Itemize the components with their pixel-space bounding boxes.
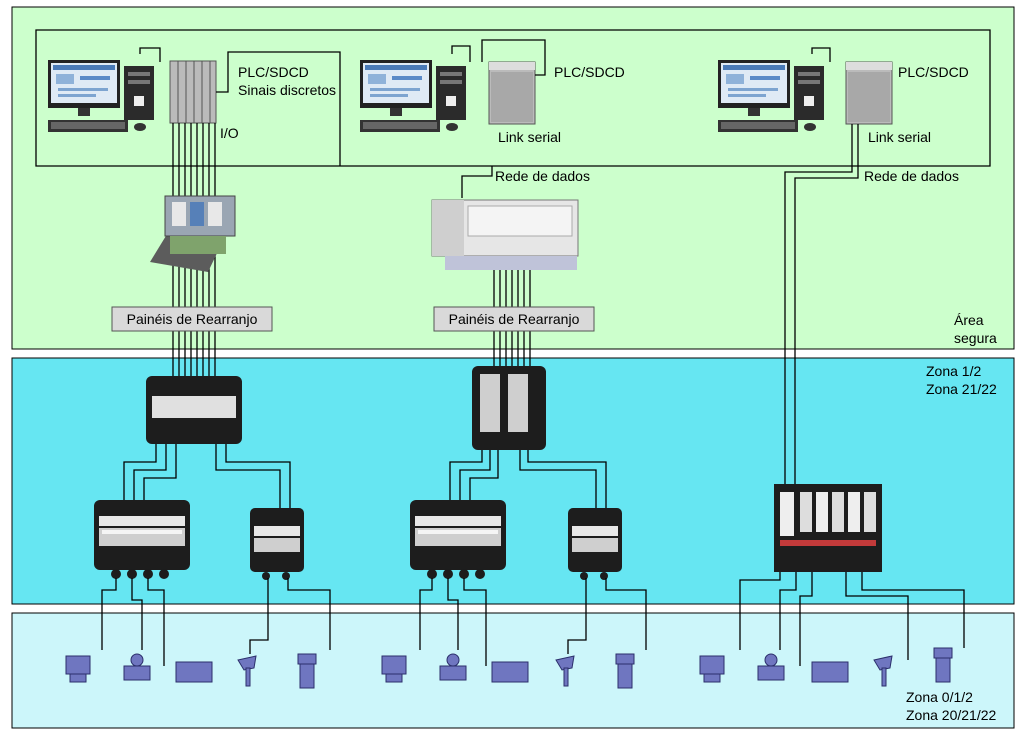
field-junction-box-3 [410,500,506,579]
zone12-label-1: Zona 1/2 [926,363,981,379]
signals-label-1: Sinais discretos [238,82,336,98]
plc-box-3 [845,61,893,125]
link-label-3: Link serial [868,129,931,145]
plc-label-3: PLC/SDCD [898,64,969,80]
marshalling-panel-label-1: Painéis de Rearranjo [127,311,258,327]
field-junction-box-1 [94,500,190,579]
marshalling-panel-2: Painéis de Rearranjo [433,306,595,332]
io-label: I/O [220,125,239,141]
field-instrument-group-3 [699,647,953,687]
marshalling-panel-1: Painéis de Rearranjo [111,306,273,332]
junction-box-2 [472,366,546,450]
field-junction-box-2 [250,508,304,580]
net-label-2: Rede de dados [495,168,590,184]
zone12-label-2: Zona 21/22 [926,381,997,397]
plc-label-2: PLC/SDCD [554,64,625,80]
io-rack-1 [169,60,217,124]
plc-box-2 [488,61,536,125]
marshalling-panel-label-2: Painéis de Rearranjo [449,311,580,327]
link-label-2: Link serial [498,129,561,145]
safe-area-label-1: Área [954,312,984,328]
safe-area-label-2: segura [954,330,997,346]
junction-box-1 [146,376,242,444]
zone0-label-1: Zona 0/1/2 [906,689,973,705]
io-chassis-1 [150,195,236,272]
remote-io-unit [774,484,882,572]
io-chassis-2 [431,199,579,270]
field-instrument-group-2 [381,653,635,689]
control-network-line [35,29,991,167]
field-junction-box-4 [568,508,622,580]
zone0-label-2: Zona 20/21/22 [906,707,997,723]
plc-label-1: PLC/SDCD [238,64,309,80]
field-instrument-group-1 [65,653,317,689]
net-label-3: Rede de dados [864,168,959,184]
